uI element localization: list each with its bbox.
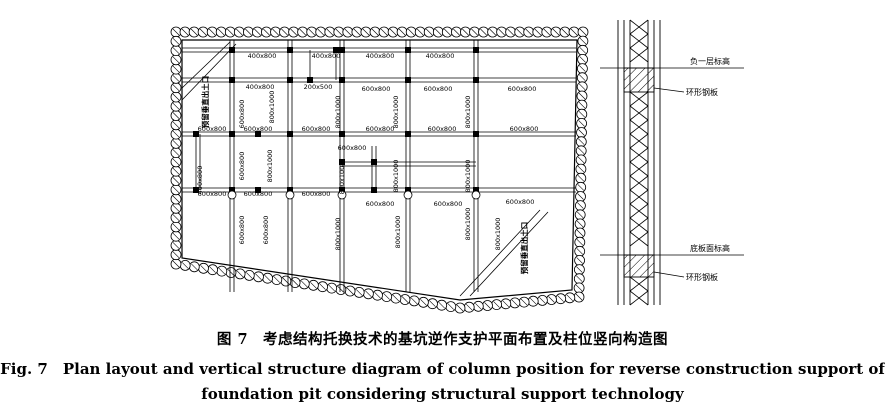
- figure-drawing: 400x800 400x800 400x800 400x800 400x800 200x5…: [170, 19, 744, 314]
- member-size-label: 800x1000: [464, 160, 472, 193]
- member-size-label: 600x800: [338, 144, 367, 152]
- base-slab: [623, 254, 655, 278]
- column: [287, 187, 293, 193]
- caption-english-line1: Fig. 7 Plan layout and vertical structur…: [0, 360, 885, 378]
- corner-struts: [181, 41, 549, 297]
- column: [339, 187, 345, 193]
- retaining-pile-ring: [170, 26, 589, 314]
- column: [473, 187, 479, 193]
- member-size-label: 800x1000: [334, 218, 342, 251]
- column: [371, 187, 377, 193]
- member-size-label: 600x800: [238, 152, 246, 181]
- member-size-label: 800x1000: [464, 208, 472, 241]
- column: [405, 47, 411, 53]
- member-size-label: 800x1000: [392, 160, 400, 193]
- column-pile: [471, 190, 481, 200]
- floor-slab-b1: [623, 67, 655, 93]
- column-pile: [403, 190, 413, 200]
- member-size-label: 600x800: [510, 125, 539, 133]
- column: [473, 131, 479, 137]
- member-size-label: 600x800: [362, 85, 391, 93]
- column: [339, 47, 345, 53]
- member-size-label: 600x800: [238, 100, 246, 129]
- member-size-label: 600x800: [238, 216, 246, 245]
- member-size-label: 600x800: [434, 200, 463, 208]
- column: [405, 187, 411, 193]
- column: [229, 131, 235, 137]
- member-size-label: 800x1000: [394, 216, 402, 249]
- column: [193, 187, 199, 193]
- member-size-label: 400x800: [426, 52, 455, 60]
- column: [287, 47, 293, 53]
- column: [287, 131, 293, 137]
- member-size-label: 800x1000: [334, 96, 342, 129]
- member-size-label: 400x800: [366, 52, 395, 60]
- column: [339, 159, 345, 165]
- member-size-label: 600x800: [366, 125, 395, 133]
- member-size-label: 800x1000: [338, 162, 346, 195]
- column: [287, 77, 293, 83]
- member-size-label: 800x1000: [464, 96, 472, 129]
- plan-view: 400x800 400x800 400x800 400x800 400x800 200x5…: [170, 26, 589, 314]
- column: [371, 159, 377, 165]
- member-size-label: 600x800: [262, 216, 270, 245]
- member-size-label: 600x800: [302, 125, 331, 133]
- column: [405, 77, 411, 83]
- column: [339, 131, 345, 137]
- member-size-label: 800x1000: [494, 218, 502, 251]
- member-size-label: 400x800: [312, 52, 341, 60]
- caption-english-line2: foundation pit considering structural su…: [201, 385, 684, 403]
- label-base-level: 底板面标高: [690, 243, 730, 253]
- caption-chinese: 图 7 考虑结构托换技术的基坑逆作支护平面布置及柱位竖向构造图: [216, 331, 669, 348]
- pit-boundary: [181, 39, 578, 301]
- member-size-label: 600x800: [424, 85, 453, 93]
- member-size-label: 600x800: [244, 125, 273, 133]
- member-size-label: 800x1000: [268, 91, 276, 124]
- member-size-label: 600x800: [428, 125, 457, 133]
- member-size-label: 800x1000: [266, 150, 274, 183]
- column: [193, 131, 199, 137]
- reserved-opening-right: 预留垂直出土口: [519, 222, 529, 275]
- column-pile: [337, 190, 347, 200]
- column: [255, 131, 261, 137]
- column: [405, 131, 411, 137]
- column: [229, 187, 235, 193]
- label-b1-level: 负一层标高: [690, 56, 730, 66]
- member-size-label: 400x800: [196, 166, 204, 195]
- column: [229, 47, 235, 53]
- column-section: [600, 19, 744, 306]
- member-size-label: 600x800: [366, 200, 395, 208]
- column: [473, 77, 479, 83]
- column: [229, 77, 235, 83]
- column-pile: [227, 190, 237, 200]
- member-size-label: 200x500: [304, 83, 333, 91]
- member-size-label: 600x800: [508, 85, 537, 93]
- member-size-label: 600x800: [244, 190, 273, 198]
- member-size-label: 600x800: [198, 125, 227, 133]
- column: [307, 77, 313, 83]
- member-size-label: 400x800: [246, 83, 275, 91]
- column: [255, 187, 261, 193]
- column: [333, 47, 339, 53]
- plan-labels: 400x800 400x800 400x800 400x800 400x800 200x5…: [196, 52, 538, 250]
- member-size-label: 400x800: [248, 52, 277, 60]
- member-size-label: 600x800: [302, 190, 331, 198]
- label-ring-plate-2: 环形钢板: [686, 272, 718, 282]
- column-markers: [193, 47, 481, 200]
- column-pile: [285, 190, 295, 200]
- member-size-label: 600x800: [198, 190, 227, 198]
- reserved-opening-left: 预留垂直出土口: [200, 76, 210, 129]
- column: [339, 77, 345, 83]
- label-ring-plate-1: 环形钢板: [686, 87, 718, 97]
- member-size-label: 800x1000: [392, 96, 400, 129]
- column: [473, 47, 479, 53]
- member-size-label: 600x800: [506, 198, 535, 206]
